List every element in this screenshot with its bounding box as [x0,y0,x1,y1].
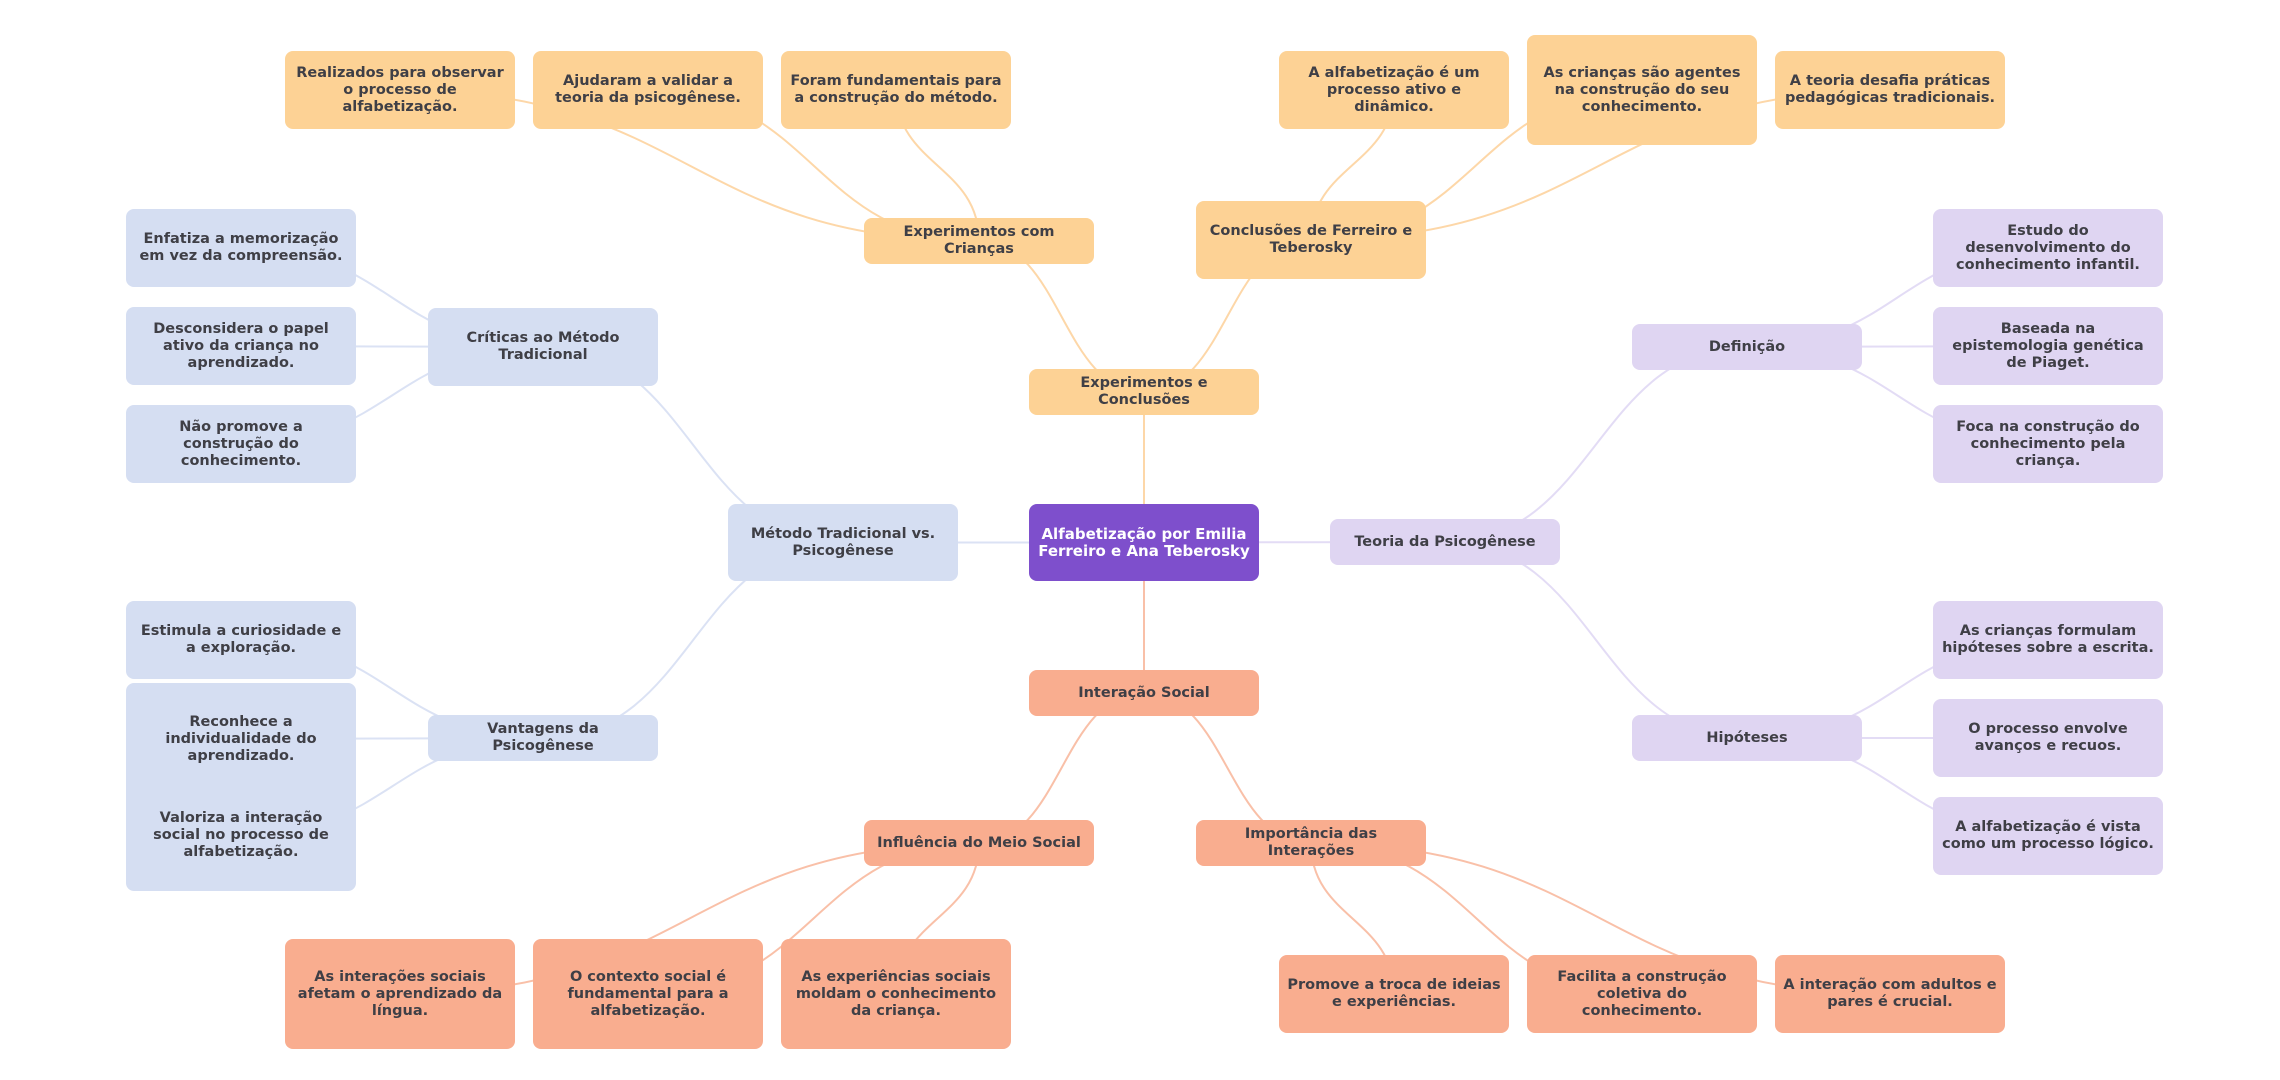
leaf-label: A teoria desafia práticas pedagógicas tr… [1784,73,1996,106]
subtopic-label: Vantagens da Psicogênese [487,721,599,754]
leaf-node[interactable]: Foram fundamentais para a construção do … [781,51,1011,129]
leaf-node[interactable]: Estudo do desenvolvimento do conheciment… [1933,209,2163,287]
leaf-node[interactable]: A teoria desafia práticas pedagógicas tr… [1775,51,2005,129]
branch-label: Teoria da Psicogênese [1354,533,1536,550]
leaf-label: O contexto social é fundamental para a a… [567,968,729,1019]
leaf-node[interactable]: A alfabetização é vista como um processo… [1933,797,2163,875]
leaf-label: Enfatiza a memorização em vez da compree… [139,231,343,264]
leaf-label: Realizados para observar o processo de a… [296,64,504,115]
leaf-label: Promove a troca de ideias e experiências… [1287,977,1501,1010]
leaf-node[interactable]: A interação com adultos e pares é crucia… [1775,955,2005,1033]
leaf-label: Foca na construção do conhecimento pela … [1956,418,2140,469]
leaf-label: Estudo do desenvolvimento do conheciment… [1956,222,2140,273]
leaf-label: O processo envolve avanços e recuos. [1968,721,2128,754]
leaf-node[interactable]: O processo envolve avanços e recuos. [1933,699,2163,777]
branch-label: Experimentos e Conclusões [1080,375,1208,408]
leaf-node[interactable]: Baseada na epistemologia genética de Pia… [1933,307,2163,385]
leaf-label: Facilita a construção coletiva do conhec… [1557,968,1727,1019]
leaf-node[interactable]: Estimula a curiosidade e a exploração. [126,601,356,679]
leaf-node[interactable]: As experiências sociais moldam o conheci… [781,939,1011,1049]
leaf-node[interactable]: Facilita a construção coletiva do conhec… [1527,955,1757,1033]
connector-teoria-hipoteses [1444,541,1748,739]
leaf-node[interactable]: Promove a troca de ideias e experiências… [1279,955,1509,1033]
leaf-label: As interações sociais afetam o aprendiza… [297,968,503,1019]
subtopic-label: Importância das Interações [1244,826,1378,859]
leaf-node[interactable]: Foca na construção do conhecimento pela … [1933,405,2163,483]
leaf-label: A alfabetização é vista como um processo… [1942,819,2154,852]
subtopic-label: Experimentos com Crianças [903,224,1055,257]
leaf-node[interactable]: As interações sociais afetam o aprendiza… [285,939,515,1049]
leaf-node[interactable]: Reconhece a individualidade do aprendiza… [126,683,356,795]
leaf-label: A alfabetização é um processo ativo e di… [1308,64,1480,115]
branch-experimentos-e-conclusoes[interactable]: Experimentos e Conclusões [1029,369,1259,415]
leaf-node[interactable]: O contexto social é fundamental para a a… [533,939,763,1049]
leaf-node[interactable]: Valoriza a interação social no processo … [126,779,356,891]
subtopic-importancia-das-interacoes[interactable]: Importância das Interações [1196,820,1426,866]
branch-label: Método Tradicional vs. Psicogênese [750,525,936,559]
leaf-node[interactable]: Realizados para observar o processo de a… [285,51,515,129]
leaf-label: As crianças são agentes na construção do… [1543,64,1741,115]
subtopic-criticas[interactable]: Críticas ao Método Tradicional [428,308,658,386]
leaf-node[interactable]: As crianças formulam hipóteses sobre a e… [1933,601,2163,679]
leaf-label: Valoriza a interação social no processo … [153,809,329,860]
subtopic-label: Definição [1708,338,1786,355]
subtopic-label: Críticas ao Método Tradicional [466,330,620,363]
leaf-node[interactable]: As crianças são agentes na construção do… [1527,35,1757,145]
leaf-label: A interação com adultos e pares é crucia… [1783,977,1997,1010]
leaf-node[interactable]: Ajudaram a validar a teoria da psicogêne… [533,51,763,129]
central-topic-label: Alfabetização por Emilia Ferreiro e Ana … [1038,524,1250,560]
connector-teoria-definicao [1444,346,1748,543]
branch-teoria-da-psicogenese[interactable]: Teoria da Psicogênese [1330,519,1560,565]
leaf-label: Ajudaram a validar a teoria da psicogêne… [555,73,741,106]
leaf-node[interactable]: Não promove a construção do conhecimento… [126,405,356,483]
branch-label: Interação Social [1078,684,1210,701]
subtopic-hipoteses[interactable]: Hipóteses [1632,715,1862,761]
subtopic-label: Hipóteses [1706,729,1788,746]
subtopic-definicao[interactable]: Definição [1632,324,1862,370]
subtopic-vantagens[interactable]: Vantagens da Psicogênese [428,715,658,761]
leaf-label: Não promove a construção do conhecimento… [179,418,303,469]
leaf-node[interactable]: Desconsidera o papel ativo da criança no… [126,307,356,385]
leaf-node[interactable]: Enfatiza a memorização em vez da compree… [126,209,356,287]
leaf-label: Reconhece a individualidade do aprendiza… [165,713,317,764]
leaf-label: Foram fundamentais para a construção do … [790,73,1002,106]
leaf-node[interactable]: A alfabetização é um processo ativo e di… [1279,51,1509,129]
subtopic-experimentos-com-criancas[interactable]: Experimentos com Crianças [864,218,1094,264]
branch-metodo-tradicional-vs-psicogenese[interactable]: Método Tradicional vs. Psicogênese [728,504,958,581]
branch-interacao-social[interactable]: Interação Social [1029,670,1259,716]
leaf-label: Desconsidera o papel ativo da criança no… [153,320,329,371]
leaf-label: Baseada na epistemologia genética de Pia… [1952,320,2144,371]
central-topic[interactable]: Alfabetização por Emilia Ferreiro e Ana … [1029,504,1259,581]
subtopic-label: Conclusões de Ferreiro e Teberosky [1209,223,1413,256]
leaf-label: As crianças formulam hipóteses sobre a e… [1942,623,2154,656]
subtopic-conclusoes[interactable]: Conclusões de Ferreiro e Teberosky [1196,201,1426,279]
leaf-label: Estimula a curiosidade e a exploração. [140,623,342,656]
leaf-label: As experiências sociais moldam o conheci… [795,968,997,1019]
subtopic-influencia-do-meio-social[interactable]: Influência do Meio Social [864,820,1094,866]
subtopic-label: Influência do Meio Social [877,834,1081,851]
